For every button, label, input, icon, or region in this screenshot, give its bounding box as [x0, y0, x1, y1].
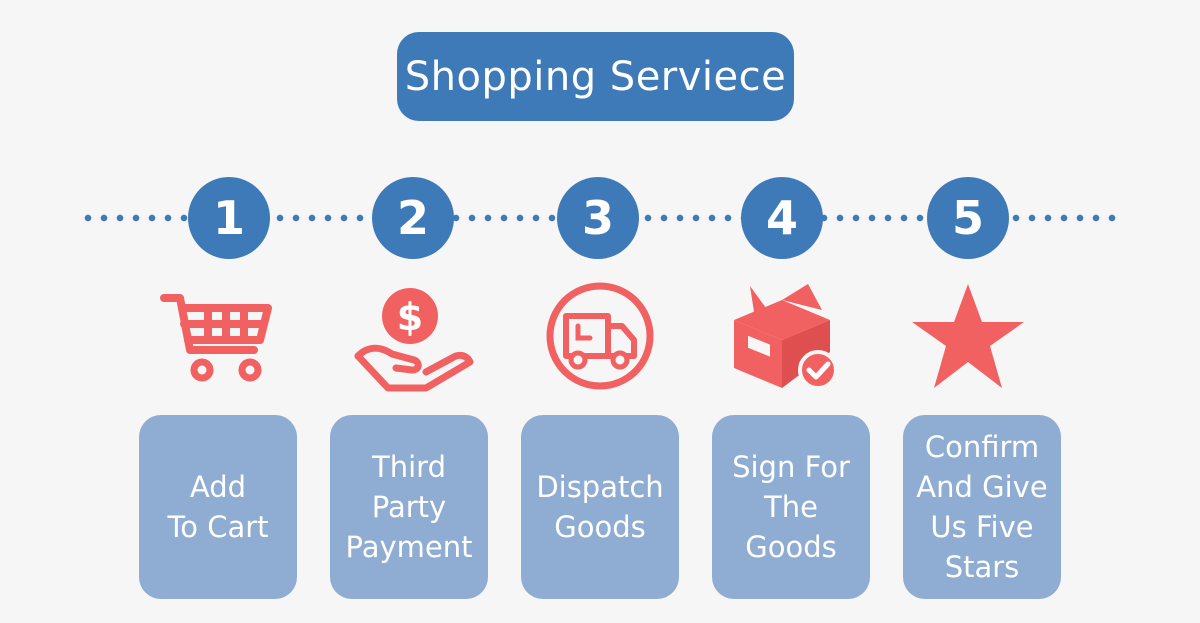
step-3-card: Dispatch Goods: [521, 415, 679, 599]
step-2-number: 2: [372, 177, 454, 259]
shopping-cart-icon: [158, 280, 278, 396]
page-title: Shopping Serviece: [397, 32, 794, 121]
step-4-card: Sign For The Goods: [712, 415, 870, 599]
step-2-label: Third Party Payment: [345, 450, 473, 564]
step-1-card: Add To Cart: [139, 415, 297, 599]
step-4-label: Sign For The Goods: [732, 450, 850, 564]
step-1-label: Add To Cart: [167, 470, 269, 544]
package-check-icon: [724, 280, 844, 396]
hand-coin-icon: $: [354, 280, 474, 396]
page-title-text: Shopping Serviece: [404, 53, 787, 100]
step-3-number: 3: [557, 177, 639, 259]
step-5-label: Confirm And Give Us Five Stars: [916, 430, 1048, 584]
step-1-number: 1: [188, 177, 270, 259]
delivery-truck-icon: [540, 280, 660, 396]
star-icon: [908, 280, 1028, 396]
step-3-label: Dispatch Goods: [536, 470, 664, 544]
svg-text:$: $: [397, 295, 423, 339]
step-5-number: 5: [927, 177, 1009, 259]
step-4-number: 4: [741, 177, 823, 259]
step-2-card: Third Party Payment: [330, 415, 488, 599]
step-5-card: Confirm And Give Us Five Stars: [903, 415, 1061, 599]
